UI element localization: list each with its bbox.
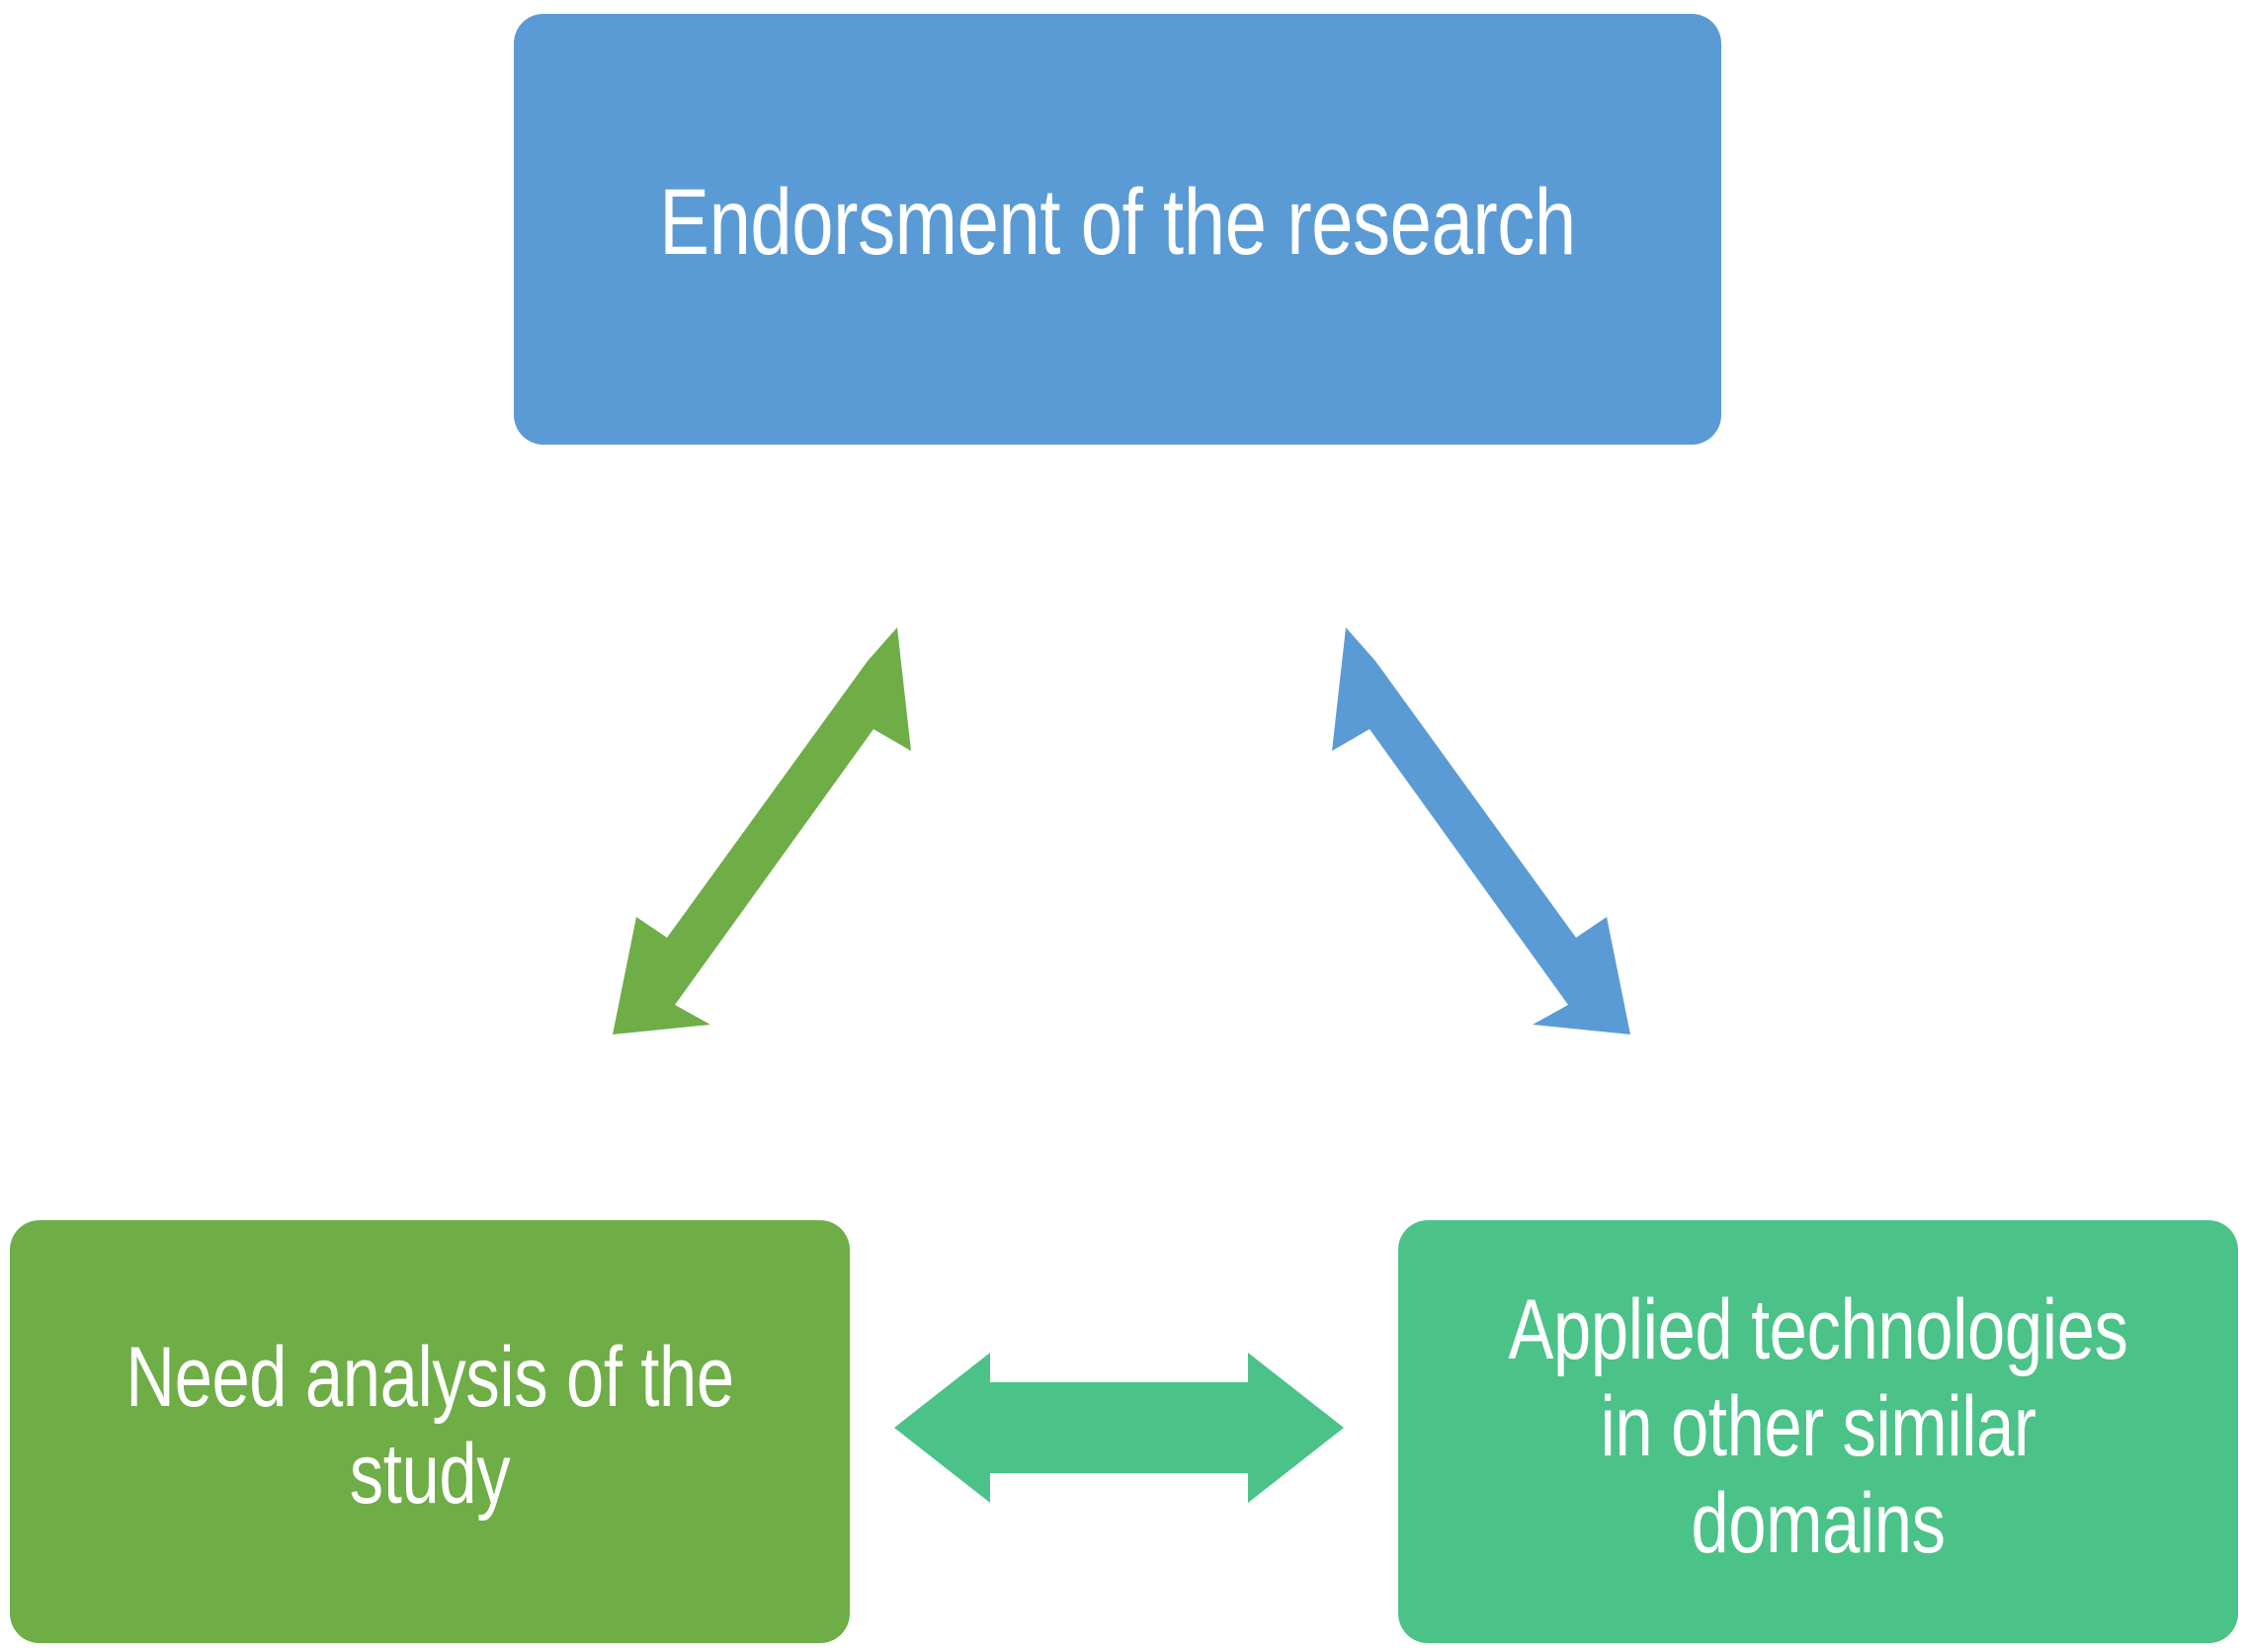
double-headed-horizontal-arrow-icon: [894, 1344, 1344, 1512]
node-need-analysis-label: Need analysis of the study: [125, 1329, 734, 1522]
double-headed-diagonal-arrow-up-left-icon: [1314, 627, 1630, 1042]
node-applied-technologies-in-other-similar-domains[interactable]: Applied technologies in other similar do…: [1398, 1220, 2238, 1643]
double-headed-diagonal-arrow-up-right-icon: [613, 627, 929, 1042]
node-endorsement-label: Endorsment of the research: [659, 169, 1576, 275]
node-endorsement-of-the-research[interactable]: Endorsment of the research: [514, 14, 1721, 445]
node-applied-tech-label: Applied technologies in other similar do…: [1508, 1281, 2128, 1572]
node-need-analysis-of-the-study[interactable]: Need analysis of the study: [10, 1220, 850, 1643]
